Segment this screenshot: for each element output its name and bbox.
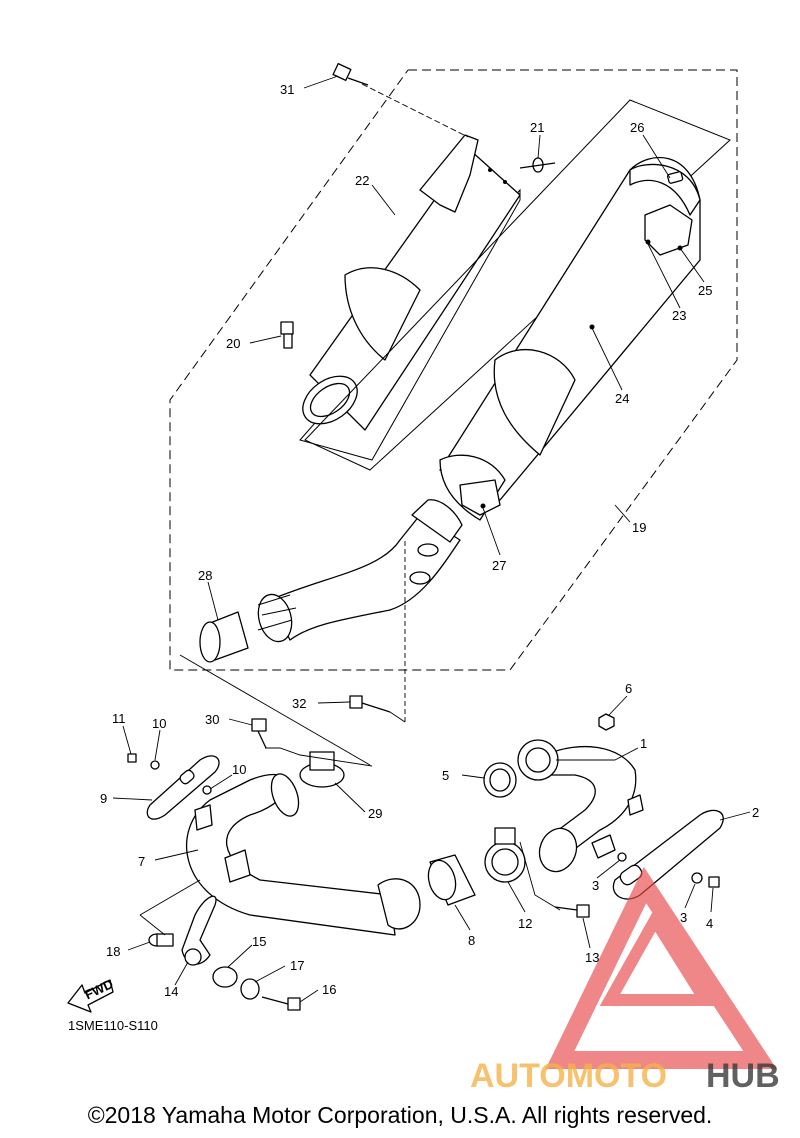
callout-21: 21	[530, 120, 544, 135]
callout-6: 6	[625, 681, 632, 696]
callout-3b: 3	[680, 910, 687, 925]
bolt-13	[554, 904, 590, 918]
muffler-24	[304, 99, 731, 521]
callout-12: 12	[518, 916, 532, 931]
protector-2	[612, 809, 724, 900]
callout-31: 31	[280, 82, 294, 97]
callout-23: 23	[672, 308, 686, 323]
callout-4: 4	[706, 916, 713, 931]
callout-7: 7	[138, 854, 145, 869]
callout-5: 5	[442, 768, 449, 783]
callout-28: 28	[198, 568, 212, 583]
leader-lines	[112, 75, 751, 1003]
clamp-12	[484, 827, 526, 883]
protector-9	[146, 755, 220, 820]
callout-19: 19	[632, 520, 646, 535]
callout-20: 20	[226, 336, 240, 351]
gasket-8	[427, 854, 476, 906]
copyright-notice: ©2018 Yamaha Motor Corporation, U.S.A. A…	[87, 1102, 713, 1128]
callout-29: 29	[368, 806, 382, 821]
nut-6	[598, 713, 615, 731]
assembly-outline	[169, 69, 738, 671]
callout-26: 26	[630, 120, 644, 135]
callout-27: 27	[492, 558, 506, 573]
callout-16: 16	[322, 982, 336, 997]
callout-1: 1	[640, 736, 647, 751]
callout-10b: 10	[232, 762, 246, 777]
callout-32: 32	[292, 696, 306, 711]
callout-3a: 3	[592, 878, 599, 893]
bolt-11	[127, 753, 137, 763]
callout-25: 25	[698, 283, 712, 298]
callout-8: 8	[468, 933, 475, 948]
watermark-part1: AUTOMOTO	[470, 1057, 667, 1095]
rivet-21	[519, 157, 556, 173]
callout-17: 17	[290, 958, 304, 973]
callout-30: 30	[205, 712, 219, 727]
watermark-part2: HUB	[706, 1057, 780, 1095]
bracket-14	[181, 895, 217, 966]
watermark-text: AUTOMOTO HUB	[470, 1057, 780, 1095]
fwd-arrow-icon	[67, 979, 114, 1013]
callout-2: 2	[752, 805, 759, 820]
callout-24: 24	[615, 391, 629, 406]
callout-13: 13	[585, 950, 599, 965]
washer-10b	[202, 785, 212, 795]
washer-10a	[150, 760, 160, 770]
bolt-31	[332, 62, 469, 138]
callout-11: 11	[112, 711, 126, 726]
bolt-20	[280, 321, 294, 349]
exhaust-pipe-7	[186, 773, 421, 936]
callout-14: 14	[164, 984, 178, 999]
clamp-29	[299, 751, 345, 788]
bolt-4	[708, 876, 720, 888]
callout-22: 22	[355, 173, 369, 188]
callout-labels: 31 21 22 26 20 25 23 24 19 27 28 32 6 11…	[100, 82, 759, 999]
collar-18	[148, 933, 174, 947]
muffler-22	[299, 134, 521, 461]
callout-15: 15	[252, 934, 266, 949]
bolt-30	[251, 718, 267, 749]
damper-15	[212, 966, 238, 988]
callout-10a: 10	[152, 716, 166, 731]
automotohub-logo-icon	[545, 866, 777, 1069]
header-pipe-1	[517, 739, 644, 873]
gasket-5	[483, 762, 517, 798]
link-pipe	[257, 499, 463, 643]
diagram-code: 1SME110-S110	[68, 1018, 158, 1033]
washer-17	[240, 978, 260, 1000]
gasket-28	[199, 611, 249, 663]
washer-3a	[617, 852, 627, 862]
washer-3b	[691, 872, 703, 884]
callout-18: 18	[106, 944, 120, 959]
bolt-16	[261, 996, 301, 1011]
callout-9: 9	[100, 791, 107, 806]
